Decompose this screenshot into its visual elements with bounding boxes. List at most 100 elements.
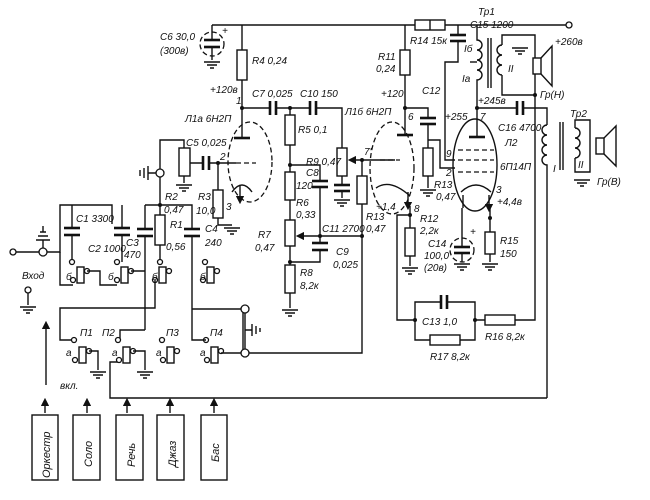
- label-c4: C4: [205, 224, 218, 235]
- label-pin2a: 2: [219, 152, 226, 163]
- switch-p1-orchestra[interactable]: [71, 346, 93, 364]
- ground-terminal[interactable]: [24, 286, 32, 294]
- label-pin2: 2: [445, 168, 452, 179]
- label-c13: C13 1,0: [422, 317, 457, 328]
- label-tr2-secondary: II: [578, 160, 584, 171]
- switch-p4-bass[interactable]: [203, 346, 225, 364]
- label-c16: C16 4700: [498, 123, 542, 134]
- label-v260: +260в: [555, 37, 583, 48]
- resistor-r6: [284, 171, 296, 201]
- label-r11: R11: [378, 52, 396, 63]
- label-r14: R14 15к: [410, 36, 448, 47]
- button-speech[interactable]: Речь: [115, 397, 144, 481]
- label-b4: б: [200, 271, 206, 283]
- label-pin6: 6: [408, 112, 414, 123]
- button-jazz[interactable]: Джаз: [156, 397, 185, 481]
- switch-b2[interactable]: [113, 266, 135, 284]
- tube-l1b: [369, 121, 415, 215]
- button-bass[interactable]: Бас: [200, 397, 228, 481]
- resistor-r11: [399, 49, 411, 76]
- label-c14: C14: [428, 239, 447, 250]
- label-r16: R16 8,2к: [485, 332, 526, 343]
- label-v245: +245в: [478, 96, 506, 107]
- label-c5: C5 0,025: [186, 138, 227, 149]
- label-r13b-value: 0,47: [436, 192, 456, 203]
- resistor-r1: [154, 214, 166, 246]
- resistor-r13-right: [422, 147, 434, 177]
- label-r13b: R13: [434, 180, 453, 191]
- label-b1: б: [66, 271, 72, 283]
- label-v255: +255: [445, 112, 468, 123]
- label-pin3a: 3: [226, 202, 232, 213]
- tube-l1a: [227, 121, 273, 205]
- label-p4: П4: [210, 328, 223, 339]
- label-a4: а: [200, 348, 206, 359]
- label-p1: П1: [80, 328, 93, 339]
- label-p3: П3: [166, 328, 179, 339]
- potentiometer-r7[interactable]: [284, 219, 296, 247]
- label-c14-voltage: (20в): [424, 263, 447, 274]
- label-r7-value: 0,47: [255, 243, 275, 254]
- transformer-tr2: [541, 119, 591, 398]
- resistor-r3: [212, 189, 224, 219]
- label-r13a-value: 0,47: [366, 224, 386, 235]
- label-a2: а: [112, 348, 118, 359]
- svg-text:Речь: Речь: [126, 443, 138, 467]
- transformer-tr1: [444, 25, 536, 161]
- label-c11: C11 2700: [322, 224, 365, 235]
- label-pin7p: 7': [364, 147, 373, 158]
- label-r3: R3: [198, 192, 211, 203]
- label-r9: R9 0,47: [306, 157, 341, 168]
- speaker-low: [532, 44, 553, 88]
- switch-p2-solo[interactable]: [115, 346, 137, 364]
- label-b2: б: [108, 271, 114, 283]
- label-c9-value: 0,025: [333, 260, 358, 271]
- resistor-r13-left: [356, 175, 368, 205]
- label-pin7: 7: [480, 112, 486, 123]
- label-r2: R2: [165, 192, 178, 203]
- potentiometer-r2[interactable]: [178, 147, 191, 177]
- label-r15: R15: [500, 236, 519, 247]
- label-c1: C1 3300: [76, 214, 114, 225]
- label-l1b: Л1б 6Н2П: [344, 106, 392, 118]
- ground-icon: [136, 371, 154, 379]
- label-tr2: Тр2: [570, 109, 587, 120]
- label-v120b: +120: [381, 89, 404, 100]
- label-v120a: +120в: [210, 85, 238, 96]
- resistor-r4: [236, 49, 248, 81]
- button-orchestra[interactable]: Оркестр: [31, 397, 59, 481]
- button-solo[interactable]: Соло: [72, 397, 101, 481]
- resistor-r16: [484, 314, 516, 326]
- label-c15: C15 1200: [470, 20, 514, 31]
- label-c8: C8: [306, 168, 319, 179]
- label-r3-value: 10,0: [196, 206, 216, 217]
- switch-p3-speech[interactable]: [159, 346, 181, 364]
- label-pin8: 8: [414, 204, 420, 215]
- svg-text:Бас: Бас: [210, 443, 222, 462]
- switch-b1[interactable]: [69, 266, 91, 284]
- label-r6: R6: [296, 198, 309, 209]
- label-ib: Iб: [464, 43, 473, 55]
- label-pin1: 1: [236, 96, 242, 107]
- label-r15-value: 150: [500, 249, 517, 260]
- label-l2: Л2: [504, 138, 518, 149]
- capacitor-c6: [199, 25, 225, 69]
- label-c3: C3: [126, 238, 139, 249]
- label-c4-value: 240: [204, 238, 222, 249]
- label-r8: R8: [300, 268, 313, 279]
- label-gr-v: Гр(В): [597, 177, 621, 188]
- svg-text:Джаз: Джаз: [167, 441, 179, 469]
- label-c14-plus: +: [470, 227, 476, 238]
- tube-l2: [452, 118, 498, 211]
- label-ia: Iа: [462, 74, 471, 85]
- label-r12-value: 2,2к: [419, 226, 440, 237]
- label-c10: C10 150: [300, 89, 338, 100]
- label-c7: C7 0,025: [252, 89, 293, 100]
- ground-icon: [281, 309, 299, 317]
- input-terminal[interactable]: [9, 248, 17, 256]
- label-p2: П2: [102, 328, 115, 339]
- label-input: Вход: [22, 271, 45, 282]
- svg-text:Соло: Соло: [83, 441, 95, 467]
- label-r13a: R13: [366, 212, 385, 223]
- label-c12: C12: [422, 86, 441, 97]
